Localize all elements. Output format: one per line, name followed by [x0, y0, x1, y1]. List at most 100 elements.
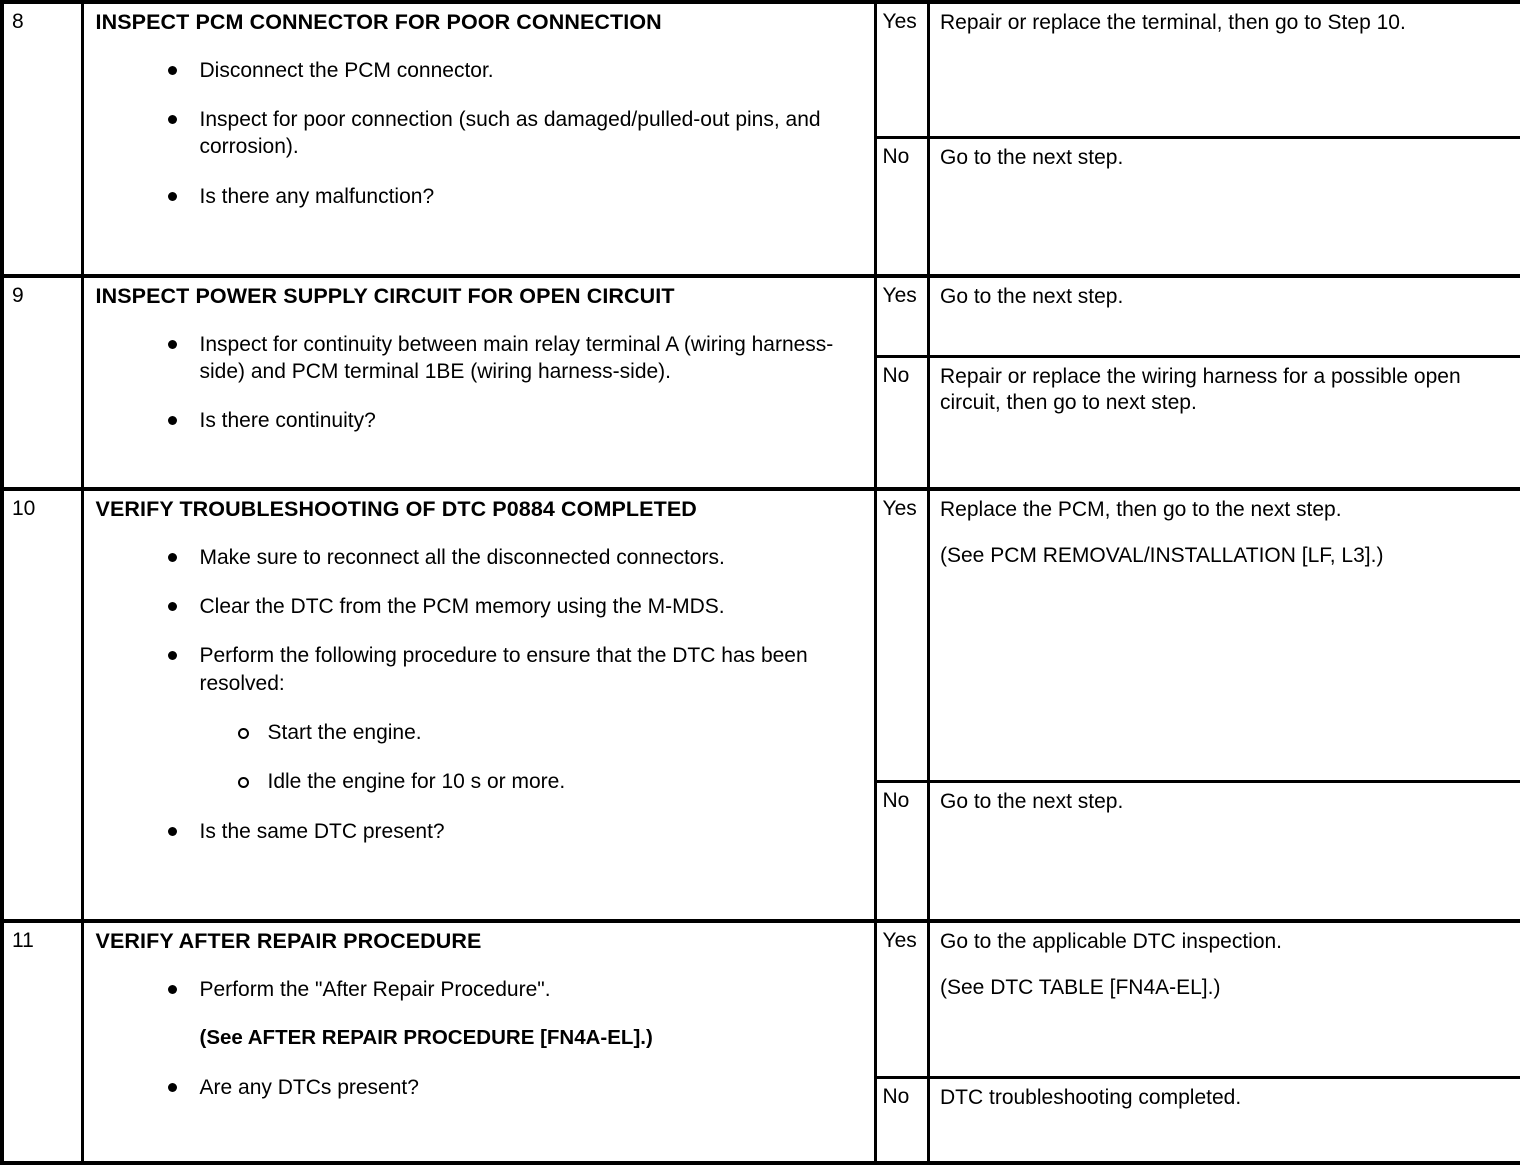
- list-item: Disconnect the PCM connector.: [166, 57, 864, 84]
- list-item: Are any DTCs present?: [166, 1074, 864, 1101]
- results-cell: Yes Go to the next step. No Repair or re…: [875, 276, 1520, 489]
- step-number: 9: [2, 276, 82, 489]
- step-body: INSPECT POWER SUPPLY CIRCUIT FOR OPEN CI…: [82, 276, 875, 489]
- action-cell: Replace the PCM, then go to the next ste…: [929, 491, 1520, 782]
- list-item-label: Make sure to reconnect all the disconnec…: [200, 544, 864, 571]
- list-item-label: Perform the "After Repair Procedure".: [200, 976, 864, 1003]
- list-item-label: Perform the following procedure to ensur…: [200, 642, 864, 697]
- results-cell: Yes Go to the applicable DTC inspection.…: [875, 921, 1520, 1163]
- action-line: DTC troubleshooting completed.: [940, 1085, 1514, 1111]
- filled-bullet-icon: [168, 416, 177, 425]
- filled-bullet-icon: [168, 827, 177, 836]
- table-row: 9 INSPECT POWER SUPPLY CIRCUIT FOR OPEN …: [2, 276, 1520, 489]
- result-label-no: No: [877, 357, 929, 488]
- results-cell: Yes Replace the PCM, then go to the next…: [875, 489, 1520, 921]
- result-label-no: No: [877, 138, 929, 275]
- list-item-label: Inspect for continuity between main rela…: [200, 331, 864, 386]
- result-row: Yes Go to the next step.: [877, 278, 1520, 357]
- action-cell: Go to the next step.: [929, 138, 1520, 275]
- action-line: Go to the next step.: [940, 789, 1514, 815]
- list-item: Is the same DTC present?: [166, 818, 864, 845]
- action-line: Replace the PCM, then go to the next ste…: [940, 497, 1514, 523]
- step-body: INSPECT PCM CONNECTOR FOR POOR CONNECTIO…: [82, 2, 875, 276]
- list-item: Clear the DTC from the PCM memory using …: [166, 593, 864, 620]
- step-bullet-list: Inspect for continuity between main rela…: [96, 331, 864, 435]
- list-item: Perform the following procedure to ensur…: [166, 642, 864, 697]
- step-number: 11: [2, 921, 82, 1163]
- list-item-label: Is there any malfunction?: [200, 183, 864, 210]
- result-row: No Go to the next step.: [877, 138, 1520, 275]
- hollow-bullet-icon: [238, 777, 249, 788]
- result-label-yes: Yes: [877, 278, 929, 357]
- filled-bullet-icon: [168, 651, 177, 660]
- action-line: Go to the next step.: [940, 284, 1514, 310]
- list-item-label: Start the engine.: [268, 719, 864, 746]
- result-label-no: No: [877, 1078, 929, 1162]
- filled-bullet-icon: [168, 66, 177, 75]
- filled-bullet-icon: [168, 192, 177, 201]
- result-row: Yes Go to the applicable DTC inspection.…: [877, 923, 1520, 1078]
- result-row: No Go to the next step.: [877, 782, 1520, 920]
- filled-bullet-icon: [168, 553, 177, 562]
- list-item: Inspect for poor connection (such as dam…: [166, 106, 864, 161]
- action-cell: Repair or replace the wiring harness for…: [929, 357, 1520, 488]
- result-row: Yes Repair or replace the terminal, then…: [877, 4, 1520, 138]
- result-row: Yes Replace the PCM, then go to the next…: [877, 491, 1520, 782]
- list-item-label: Is the same DTC present?: [200, 818, 864, 845]
- table-row: 11 VERIFY AFTER REPAIR PROCEDURE Perform…: [2, 921, 1520, 1163]
- step-title: INSPECT POWER SUPPLY CIRCUIT FOR OPEN CI…: [96, 284, 864, 309]
- table-row: 10 VERIFY TROUBLESHOOTING OF DTC P0884 C…: [2, 489, 1520, 921]
- list-item: Perform the "After Repair Procedure".: [166, 976, 864, 1003]
- result-row: No Repair or replace the wiring harness …: [877, 357, 1520, 488]
- step-title: VERIFY AFTER REPAIR PROCEDURE: [96, 929, 864, 954]
- list-item: Is there any malfunction?: [166, 183, 864, 210]
- list-item-label: Clear the DTC from the PCM memory using …: [200, 593, 864, 620]
- action-line: Go to the applicable DTC inspection.: [940, 929, 1514, 955]
- reference-note: (See AFTER REPAIR PROCEDURE [FN4A-EL].): [166, 1025, 864, 1052]
- result-row: No DTC troubleshooting completed.: [877, 1078, 1520, 1162]
- list-item-label: Idle the engine for 10 s or more.: [268, 768, 864, 795]
- step-number: 8: [2, 2, 82, 276]
- list-item: Is there continuity?: [166, 407, 864, 434]
- list-item: Inspect for continuity between main rela…: [166, 331, 864, 386]
- results-table: Yes Repair or replace the terminal, then…: [877, 4, 1520, 274]
- step-body: VERIFY AFTER REPAIR PROCEDURE Perform th…: [82, 921, 875, 1163]
- step-title: INSPECT PCM CONNECTOR FOR POOR CONNECTIO…: [96, 10, 864, 35]
- step-bullet-list: Disconnect the PCM connector. Inspect fo…: [96, 57, 864, 210]
- action-cell: Go to the applicable DTC inspection. (Se…: [929, 923, 1520, 1078]
- action-cell: DTC troubleshooting completed.: [929, 1078, 1520, 1162]
- list-item-label: Disconnect the PCM connector.: [200, 57, 864, 84]
- action-line: Repair or replace the terminal, then go …: [940, 10, 1514, 36]
- result-label-yes: Yes: [877, 491, 929, 782]
- filled-bullet-icon: [168, 1083, 177, 1092]
- list-item: Start the engine.: [236, 719, 864, 746]
- step-bullet-list: Perform the "After Repair Procedure". (S…: [96, 976, 864, 1101]
- filled-bullet-icon: [168, 115, 177, 124]
- results-table: Yes Replace the PCM, then go to the next…: [877, 491, 1520, 919]
- step-bullet-list: Make sure to reconnect all the disconnec…: [96, 544, 864, 845]
- action-line: Go to the next step.: [940, 145, 1514, 171]
- step-title: VERIFY TROUBLESHOOTING OF DTC P0884 COMP…: [96, 497, 864, 522]
- step-body: VERIFY TROUBLESHOOTING OF DTC P0884 COMP…: [82, 489, 875, 921]
- result-label-no: No: [877, 782, 929, 920]
- list-item: Idle the engine for 10 s or more.: [236, 768, 864, 795]
- action-reference: (See PCM REMOVAL/INSTALLATION [LF, L3].): [940, 543, 1514, 569]
- action-cell: Go to the next step.: [929, 278, 1520, 357]
- results-table: Yes Go to the applicable DTC inspection.…: [877, 923, 1520, 1161]
- list-item-label: Inspect for poor connection (such as dam…: [200, 106, 864, 161]
- step-number: 10: [2, 489, 82, 921]
- list-item-label: Are any DTCs present?: [200, 1074, 864, 1101]
- troubleshooting-sheet: 8 INSPECT PCM CONNECTOR FOR POOR CONNECT…: [0, 0, 1520, 1042]
- reference-note-label: (See AFTER REPAIR PROCEDURE [FN4A-EL].): [200, 1025, 864, 1052]
- action-line: Repair or replace the wiring harness for…: [940, 364, 1514, 417]
- table-row: 8 INSPECT PCM CONNECTOR FOR POOR CONNECT…: [2, 2, 1520, 276]
- filled-bullet-icon: [168, 985, 177, 994]
- filled-bullet-icon: [168, 602, 177, 611]
- hollow-bullet-icon: [238, 728, 249, 739]
- results-cell: Yes Repair or replace the terminal, then…: [875, 2, 1520, 276]
- results-table: Yes Go to the next step. No Repair or re…: [877, 278, 1520, 487]
- action-cell: Go to the next step.: [929, 782, 1520, 920]
- result-label-yes: Yes: [877, 4, 929, 138]
- list-item: Make sure to reconnect all the disconnec…: [166, 544, 864, 571]
